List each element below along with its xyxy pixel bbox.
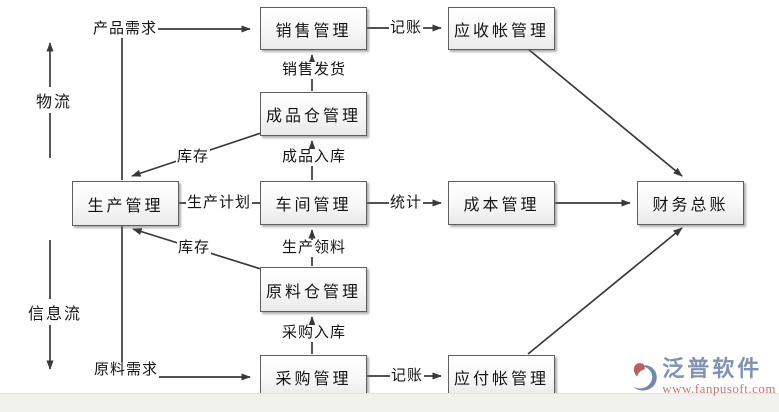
node-general-ledger: 财务总账 [637,181,744,225]
node-label: 生产管理 [87,197,164,215]
edge-label-production-picking: 生产领料 [281,240,348,257]
watermark-brand-text: 泛普软件 [662,356,763,381]
edge-label-inventory-bottom: 库存 [177,240,212,257]
node-accounts-receivable: 应收帐管理 [448,7,555,50]
edge-label-inventory-top: 库存 [176,149,211,166]
node-label: 成品仓管理 [265,108,361,125]
node-label: 销售管理 [275,22,352,40]
node-label: 成本管理 [463,197,540,214]
node-finished-goods-warehouse: 成品仓管理 [260,92,367,136]
node-workshop-management: 车间管理 [260,181,367,225]
edge-label-production-plan: 生产计划 [186,195,253,212]
edge-label-bookkeeping-top: 记账 [389,20,424,37]
node-label: 车间管理 [275,197,352,214]
flow-label-information-flow: 信息流 [26,299,85,325]
edge-label-product-demand: 产品需求 [92,21,159,38]
edge-payable-to-ledger [527,227,683,355]
node-sales-management: 销售管理 [260,7,367,50]
edge-label-statistics: 统计 [389,195,424,212]
edge-label-fg-inbound: 成品入库 [281,149,348,166]
edge-label-bookkeeping-bottom: 记账 [390,368,425,385]
edge-receivable-to-ledger [527,48,683,177]
watermark-logo: 泛普软件 www.fanpusoft.com [629,356,776,396]
node-raw-material-warehouse: 原料仓管理 [260,267,367,312]
edge-label-sales-delivery: 销售发货 [281,62,348,79]
node-label: 采购管理 [275,371,352,388]
flow-label-logistics: 物流 [34,87,75,113]
node-label: 财务总账 [652,197,729,214]
node-production-management: 生产管理 [72,181,179,226]
node-cost-management: 成本管理 [448,181,555,225]
watermark-url: www.fanpusoft.com [662,381,776,396]
node-accounts-payable: 应付帐管理 [448,355,555,399]
node-label: 原料仓管理 [265,283,361,301]
node-purchase-management: 采购管理 [260,355,367,399]
node-label: 应付帐管理 [453,371,549,388]
edge-label-raw-material-demand: 原料需求 [93,362,160,379]
edge-label-purchase-inbound: 采购入库 [281,325,348,342]
fanpu-logo-icon [633,363,657,391]
footer-strip [0,393,779,412]
node-label: 应收帐管理 [453,22,549,40]
